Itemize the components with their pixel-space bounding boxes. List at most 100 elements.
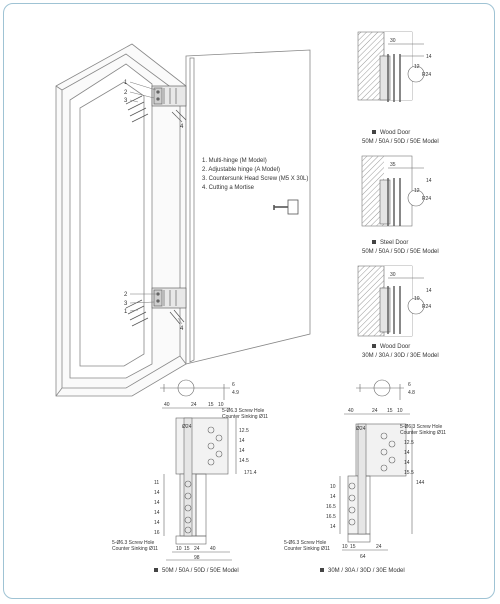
d30-topright-6: 6: [408, 382, 411, 388]
hinge-bottom: [151, 287, 187, 309]
d50-left-2: 14: [154, 490, 160, 496]
d50-right-4: 14.5: [239, 458, 249, 464]
d30-bottom-15: 15: [350, 544, 356, 550]
d50-screw-note-top-2: Counter Sinking Ø11: [222, 414, 268, 420]
d30-bottom-10: 10: [342, 544, 348, 550]
drawing-30-model: [339, 379, 413, 551]
d50-bottom-24: 24: [194, 546, 200, 552]
d50-total: 98: [194, 555, 200, 561]
section-3-models: 30M / 30A / 30D / 30E Model: [362, 353, 439, 359]
d30-top-15: 15: [387, 408, 393, 414]
section-2-dim-b: 14: [426, 178, 432, 184]
hinge-technical-drawing: 1 2 3 4 2 3 1 4 1. Multi-hinge (M Model)…: [55, 31, 446, 574]
section-wood-door-30: [357, 265, 425, 337]
d50-left-1: 11: [154, 480, 159, 486]
d30-top-10: 10: [397, 408, 403, 414]
section-3-dim-r: R24: [422, 304, 431, 310]
callout-number-1-top: 1: [124, 80, 128, 86]
callout-number-2-bottom: 2: [124, 292, 128, 298]
section-1-dim-b: 14: [426, 54, 432, 60]
d30-screw-note-bottom-1: 5-Ø6.3 Screw Hole: [284, 540, 326, 546]
d30-right-4: 15.5: [404, 470, 414, 476]
leader-lines: [129, 81, 183, 325]
d30-screw-note-top-1: 5-Ø6.3 Screw Hole: [400, 424, 442, 430]
section-3-label: Wood Door: [380, 344, 410, 350]
section-1-bullet-icon: [372, 130, 376, 134]
d30-dia: Ø24: [356, 426, 366, 432]
d30-right-1: 12.5: [404, 440, 414, 446]
drawing-30-dims: 40 24 15 10 6 4.8 5-Ø6.3 Screw Hole Coun…: [284, 382, 446, 560]
drawing-50-dims: 40 24 15 10 6 4.9 5-Ø6.3 Screw Hole Coun…: [112, 382, 268, 561]
d30-left-2: 14: [330, 494, 336, 500]
d50-top-24: 24: [191, 402, 197, 408]
d50-right-total: 171.4: [244, 470, 257, 476]
d30-right-total: 144: [416, 480, 425, 486]
diagram-frame: 1 2 3 4 2 3 1 4 1. Multi-hinge (M Model)…: [3, 3, 495, 599]
drawing-50-model: [160, 379, 237, 561]
callout-item-1: 1. Multi-hinge (M Model): [202, 158, 267, 164]
d30-left-3: 16.5: [326, 504, 336, 510]
section-steel-door-50: [361, 155, 425, 227]
section-1-models: 50M / 50A / 50D / 50E Model: [362, 139, 439, 145]
door-leaf-illustration: [185, 49, 311, 365]
d30-left-4: 16.5: [326, 514, 336, 520]
section-wood-door-50: [357, 31, 425, 102]
d50-bottom-15: 15: [184, 546, 190, 552]
callout-list: 1. Multi-hinge (M Model) 2. Adjustable h…: [202, 158, 308, 191]
d50-left-6: 16: [154, 530, 160, 536]
section-1-dim-a: 30: [390, 38, 396, 44]
d50-top-40: 40: [164, 402, 170, 408]
d50-left-3: 14: [154, 500, 160, 506]
d30-right-3: 14: [404, 460, 410, 466]
d30-total: 64: [360, 554, 366, 560]
section-2-bullet-icon: [372, 240, 376, 244]
hinge-top: [151, 85, 187, 107]
d50-top-15: 15: [208, 402, 214, 408]
section-3-dim-c: 10: [414, 296, 420, 302]
callout-item-4: 4. Cutting a Mortise: [202, 185, 255, 191]
section-3-bullet-icon: [372, 344, 376, 348]
d30-left-5: 14: [330, 524, 336, 530]
door-frame-illustration: [55, 43, 187, 397]
section-2-dim-c: 12: [414, 188, 420, 194]
callout-number-4-bottom: 4: [180, 326, 184, 332]
d50-screw-note-top-1: 5-Ø6.3 Screw Hole: [222, 408, 264, 414]
section-1-dim-r: R24: [422, 72, 431, 78]
d50-right-3: 14: [239, 448, 245, 454]
d50-screw-note-bottom-1: 5-Ø6.3 Screw Hole: [112, 540, 154, 546]
drawing-30-bullet-icon: [320, 568, 324, 572]
section-1-label: Wood Door: [380, 130, 410, 136]
callout-number-1-bottom: 1: [124, 309, 128, 315]
drawing-50-caption: 50M / 50A / 50D / 50E Model: [162, 568, 239, 574]
d50-screw-note-bottom-2: Counter Sinking Ø11: [112, 546, 158, 552]
d30-topright-48: 4.8: [408, 390, 415, 396]
d50-dia: Ø24: [182, 424, 192, 430]
section-2-label: Steel Door: [380, 240, 408, 246]
callout-number-3-bottom: 3: [124, 301, 128, 307]
callout-number-3-top: 3: [124, 98, 128, 104]
d50-right-2: 14: [239, 438, 245, 444]
d50-bottom-10: 10: [176, 546, 182, 552]
d30-screw-note-top-2: Counter Sinking Ø11: [400, 430, 446, 436]
d30-bottom-24: 24: [376, 544, 382, 550]
callout-item-3: 3. Countersunk Head Screw (M5 X 30L): [202, 176, 308, 182]
d50-left-4: 14: [154, 510, 160, 516]
d30-top-24: 24: [372, 408, 378, 414]
callout-item-2: 2. Adjustable hinge (A Model): [202, 167, 280, 173]
d50-bottom-40: 40: [210, 546, 216, 552]
section-3-dim-a: 30: [390, 272, 396, 278]
drawing-30-caption: 30M / 30A / 30D / 30E Model: [328, 568, 405, 574]
drawing-50-bullet-icon: [154, 568, 158, 572]
d30-screw-note-bottom-2: Counter Sinking Ø11: [284, 546, 330, 552]
d30-right-2: 14: [404, 450, 410, 456]
section-1-dim-c: 12: [414, 64, 420, 70]
d30-top-40: 40: [348, 408, 354, 414]
section-2-models: 50M / 50A / 50D / 50E Model: [362, 249, 439, 255]
section-2-dim-a: 35: [390, 162, 396, 168]
callout-number-4-top: 4: [180, 124, 184, 130]
d50-topright-6: 6: [232, 382, 235, 388]
d30-left-1: 10: [330, 484, 336, 490]
d50-right-1: 12.5: [239, 428, 249, 434]
d50-top-10: 10: [218, 402, 224, 408]
callout-number-2-top: 2: [124, 90, 128, 96]
